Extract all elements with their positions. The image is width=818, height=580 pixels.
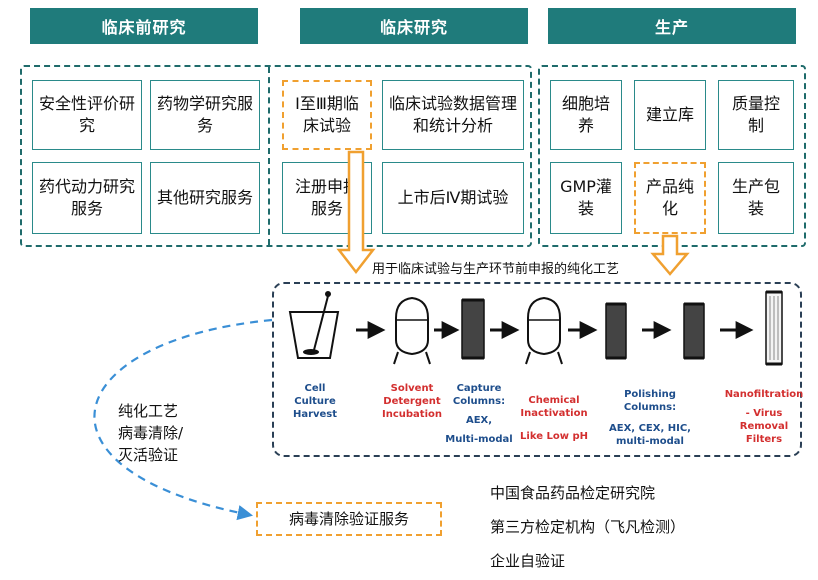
group-divider: [268, 67, 270, 245]
card-other-research: 其他研究服务: [150, 162, 260, 234]
process-box: [272, 282, 802, 457]
card-pharmacology: 药物学研究服务: [150, 80, 260, 150]
header-preclinical: 临床前研究: [30, 8, 258, 44]
card-pk-label: 药代动力研究服务: [39, 177, 136, 218]
card-data-label: 临床试验数据管理和统计分析: [389, 94, 518, 135]
solvent-tank-icon: [393, 296, 431, 365]
polishing-column-2-icon: [683, 302, 705, 360]
card-packaging: 生产包装: [718, 162, 794, 234]
card-gmp-filling: GMP灌装: [550, 162, 622, 234]
orange-arrow-left: [336, 150, 376, 275]
card-phase4: 上市后Ⅳ期试验: [382, 162, 524, 234]
validator-item-nifdc: 中国食品药品检定研究院: [490, 484, 656, 502]
header-clinical: 临床研究: [300, 8, 528, 44]
card-other-label: 其他研究服务: [157, 188, 254, 207]
card-packaging-label: 生产包装: [731, 177, 780, 218]
card-gmp-label: GMP灌装: [560, 177, 612, 218]
card-pharmacokinetics: 药代动力研究服务: [32, 162, 142, 234]
inactivation-tank-icon: [525, 296, 563, 365]
polishing-column-1-icon: [605, 302, 627, 360]
card-bank-label: 建立库: [645, 105, 694, 124]
card-purification-label: 产品纯化: [645, 177, 694, 218]
capture-column-icon: [461, 298, 485, 360]
group-preclinical-clinical: [20, 65, 532, 247]
card-cell-culture-label: 细胞培养: [561, 94, 610, 135]
validation-curve-arrow: [93, 318, 273, 521]
header-production: 生产: [548, 8, 796, 44]
card-quality-control: 质量控制: [718, 80, 794, 150]
card-cell-bank: 建立库: [634, 80, 706, 150]
validator-item-third-party: 第三方检定机构（飞凡检测）: [490, 518, 686, 536]
nanofilter-icon: [765, 290, 783, 366]
card-product-purification: 产品纯化: [634, 162, 706, 234]
card-safety-label: 安全性评价研究: [39, 94, 136, 135]
orange-arrow-right: [650, 234, 690, 276]
cell-culture-vessel-icon: [288, 291, 340, 359]
card-cell-culture: 细胞培养: [550, 80, 622, 150]
card-trials-label: Ⅰ至Ⅲ期临床试验: [295, 94, 359, 135]
card-clinical-trials: Ⅰ至Ⅲ期临床试验: [282, 80, 372, 150]
process-caption: 用于临床试验与生产环节前申报的纯化工艺: [372, 262, 620, 277]
card-pharmacology-label: 药物学研究服务: [157, 94, 254, 135]
card-registration-label: 注册申报服务: [294, 177, 359, 218]
card-clinical-data: 临床试验数据管理和统计分析: [382, 80, 524, 150]
virus-clearance-service-box: 病毒清除验证服务: [256, 502, 442, 536]
card-quality-label: 质量控制: [731, 94, 780, 135]
validator-item-self: 企业自验证: [490, 552, 566, 570]
virus-clearance-service-label: 病毒清除验证服务: [288, 510, 409, 528]
card-safety-evaluation: 安全性评价研究: [32, 80, 142, 150]
card-phase4-label: 上市后Ⅳ期试验: [397, 188, 509, 207]
purification-validation-label: 纯化工艺病毒清除/灭活验证: [118, 402, 184, 464]
